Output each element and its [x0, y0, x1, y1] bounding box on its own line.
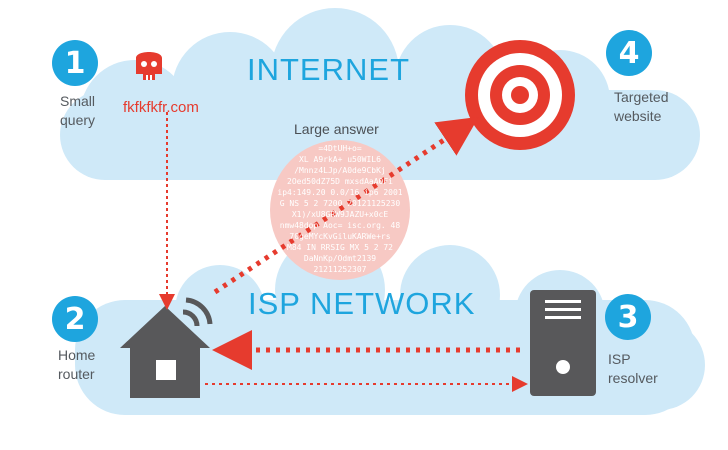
packet-line: X1)/xU8GRW9JAZU+x0cE — [291, 210, 389, 219]
step-4-badge: 4 — [606, 30, 652, 76]
packet-line: ip4:149.20 0.0/16 ip6 2001 — [277, 188, 403, 197]
target-icon — [465, 40, 575, 150]
step-1-label: Small query — [60, 93, 96, 128]
large-answer-title: Large answer — [294, 121, 379, 137]
packet-line: 70geMYcKvGiluKARWe+rs — [289, 232, 391, 241]
packet-line: /Mnnz4LJp/A0de9CbKj — [294, 166, 386, 175]
home-router-icon — [120, 297, 213, 398]
packet-line: =4DtUH+o= — [318, 144, 362, 153]
step-1-badge: 1 — [52, 40, 98, 86]
step-3-label: ISP resolver — [608, 351, 658, 386]
server-icon — [530, 290, 596, 396]
step-4-label: Targeted website — [614, 89, 669, 124]
isp-network-title: ISP NETWORK — [248, 286, 476, 321]
packet-line: G NS 5 2 7200 20121125230 — [279, 199, 401, 208]
internet-title: INTERNET — [247, 52, 410, 87]
large-answer-packet-text: =4DtUH+o= XL A9rkA+ u50WIL6 /Mnnz4LJp/A0… — [275, 143, 405, 277]
large-answer-packet — [270, 140, 410, 280]
step-2-badge: 2 — [52, 296, 98, 342]
query-domain: fkfkfkfr.com — [123, 99, 199, 116]
step-2-label: Home router — [58, 347, 96, 382]
packet-line: 21211252307 — [313, 265, 367, 274]
packet-line: XL A9rkA+ u50WIL6 — [299, 155, 381, 164]
packet-line: 2Oed50dZ75D mxsdAaA0Fi — [287, 177, 393, 186]
skull-icon — [136, 52, 162, 80]
step-3-badge: 3 — [605, 294, 651, 340]
packet-line: DaNnKp/Odmt2139 — [303, 254, 377, 263]
packet-line: nmw48dop Aoc= isc.org. 48 — [279, 221, 401, 230]
packet-line: M84 IN RRSIG MX 5 2 72 — [287, 243, 393, 252]
